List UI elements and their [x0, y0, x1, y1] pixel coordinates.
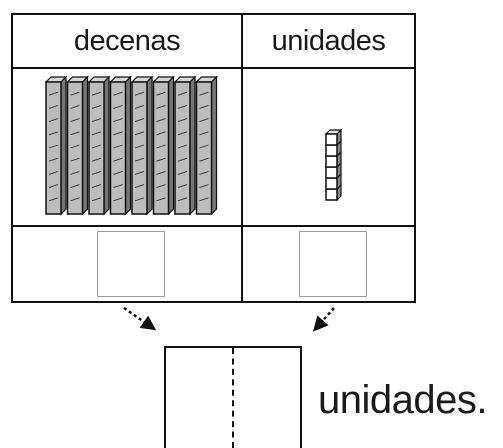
tens-rod	[109, 75, 132, 216]
tens-rod	[152, 75, 175, 216]
column-divider	[241, 15, 243, 301]
tens-rod	[66, 75, 89, 216]
result-label: unidades.	[318, 378, 487, 422]
header-divider	[13, 67, 414, 69]
unit-cube	[324, 128, 343, 147]
unit-cubes-group	[324, 128, 343, 202]
tens-rod	[195, 75, 218, 216]
tens-rods-group	[44, 75, 218, 216]
ones-header: unidades	[271, 24, 386, 57]
tens-rod	[87, 75, 111, 216]
result-number-box[interactable]	[164, 346, 302, 448]
ones-answer-box[interactable]	[299, 231, 367, 297]
tens-rod	[173, 75, 197, 216]
tens-rod	[130, 75, 154, 216]
answer-row-divider	[13, 225, 414, 227]
ones-arrow	[313, 307, 335, 332]
place-value-table: decenas unidades	[11, 13, 416, 303]
tens-header: decenas	[73, 24, 181, 57]
tens-arrow	[123, 306, 157, 331]
result-box-divider	[232, 348, 234, 448]
tens-rod	[44, 75, 68, 216]
tens-answer-box[interactable]	[97, 231, 165, 297]
